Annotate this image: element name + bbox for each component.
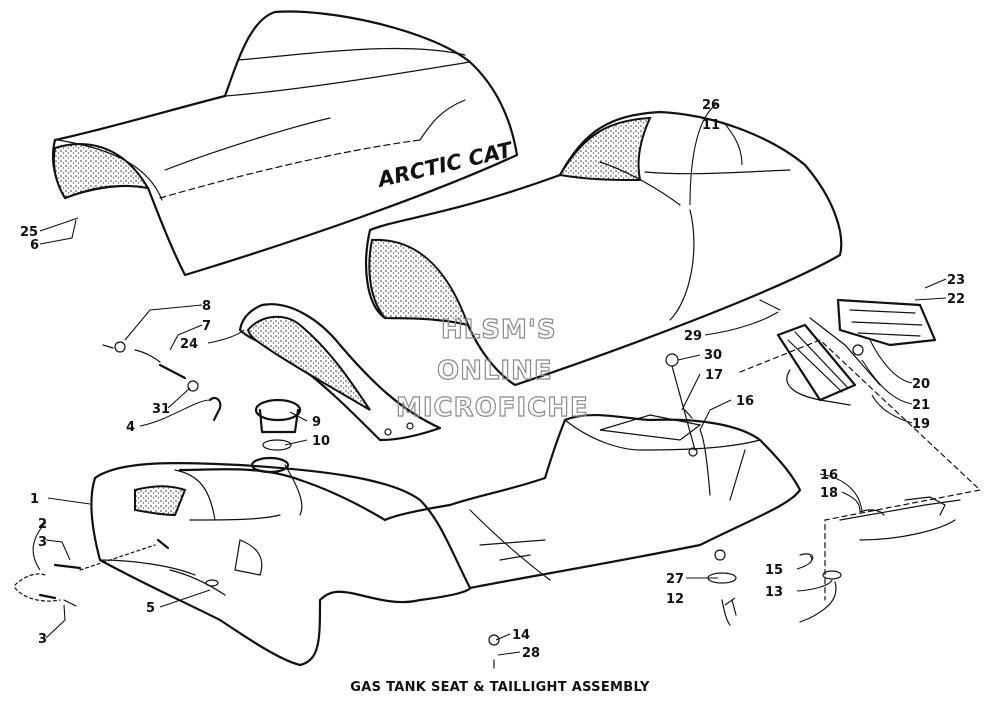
callout-13: 13 — [765, 585, 783, 600]
watermark-line-2: ONLINE — [437, 356, 553, 386]
callout-29: 29 — [684, 329, 702, 344]
callout-20: 20 — [912, 377, 930, 392]
watermark-line-1: HLSM'S — [441, 315, 557, 345]
callout-11: 11 — [702, 118, 720, 133]
callout-16-upper: 16 — [736, 394, 754, 409]
callout-3-lower: 3 — [38, 632, 47, 647]
callout-numbers: 1 2 3 3 4 5 6 7 8 9 10 11 12 13 14 15 16… — [20, 98, 965, 661]
callout-3-upper: 3 — [38, 535, 47, 550]
diagram-caption: GAS TANK SEAT & TAILLIGHT ASSEMBLY — [350, 680, 650, 695]
callout-9: 9 — [312, 415, 321, 430]
callout-30: 30 — [704, 348, 722, 363]
callout-15: 15 — [765, 563, 783, 578]
callout-10: 10 — [312, 434, 330, 449]
leader-lines — [32, 103, 947, 656]
gas-tank — [90, 414, 802, 667]
seat-cover: ARCTIC CAT — [51, 10, 519, 277]
callout-17: 17 — [705, 368, 723, 383]
callout-24: 24 — [180, 337, 198, 352]
callout-8: 8 — [202, 299, 211, 314]
callout-19: 19 — [912, 417, 930, 432]
filler-cap — [250, 398, 303, 516]
arctic-cat-logo: ARCTIC CAT — [374, 137, 516, 192]
side-panel — [238, 303, 442, 442]
callout-28: 28 — [522, 646, 540, 661]
callout-21: 21 — [912, 398, 930, 413]
callout-23: 23 — [947, 273, 965, 288]
callout-31: 31 — [152, 402, 170, 417]
taillight-assembly — [776, 298, 937, 406]
callout-2: 2 — [38, 517, 47, 532]
callout-26: 26 — [702, 98, 720, 113]
callout-27: 27 — [666, 572, 684, 587]
callout-6: 6 — [30, 238, 39, 253]
watermark-line-3: MICROFICHE — [396, 393, 589, 423]
callout-14: 14 — [512, 628, 530, 643]
callout-18: 18 — [820, 486, 838, 501]
seat-base — [365, 110, 843, 387]
callout-1: 1 — [30, 492, 39, 507]
callout-12: 12 — [666, 592, 684, 607]
callout-22: 22 — [947, 292, 965, 307]
callout-7: 7 — [202, 319, 211, 334]
watermark: HLSM'S ONLINE MICROFICHE — [395, 314, 589, 423]
callout-16-lower: 16 — [820, 468, 838, 483]
hardware — [14, 339, 982, 669]
callout-25: 25 — [20, 225, 38, 240]
callout-4: 4 — [126, 420, 135, 435]
callout-5: 5 — [146, 601, 155, 616]
